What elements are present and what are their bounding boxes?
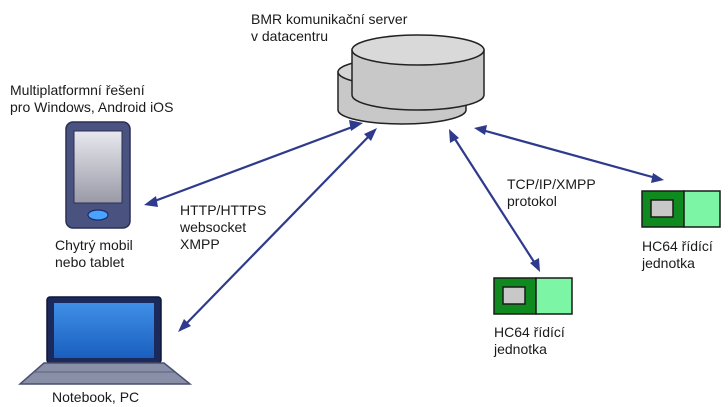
mobile-label: Chytrý mobil nebo tablet [55,237,133,271]
laptop-icon [18,296,193,385]
mobile-label-line: nebo tablet [55,254,125,270]
arrow-server-unit-right [481,128,657,180]
server-icon [337,34,485,125]
platform-heading-line: Multiplatformní řešení [10,82,145,98]
unit-label-line: HC64 řídící [494,324,565,340]
notebook-label: Notebook, PC [52,389,139,406]
client-protocol-line: HTTP/HTTPS [180,202,267,218]
client-protocol-line: websocket [180,219,247,235]
server-label-line: v datacentru [251,28,329,44]
unit-protocol-line: TCP/IP/XMPP [507,176,596,192]
unit-label-line: jednotka [494,341,547,357]
unit-bottom-label: HC64 řídící jednotka [494,324,565,358]
unit-label-line: HC64 řídící [642,238,713,254]
notebook-label-line: Notebook, PC [52,389,140,405]
arrow-server-unit-bottom [452,135,537,266]
platform-heading-line: pro Windows, Android iOS [10,99,174,115]
unit-protocols-label: TCP/IP/XMPP protokol [507,176,596,210]
arrow-server-tablet [151,124,356,204]
unit-protocol-line: protokol [507,193,557,209]
server-label-line: BMR komunikační server [251,11,408,27]
client-protocol-line: XMPP [180,236,220,252]
mobile-label-line: Chytrý mobil [55,237,133,253]
server-label: BMR komunikační server v datacentru [251,11,407,45]
hc64-unit-icon [493,277,573,315]
tablet-icon [65,121,131,229]
hc64-unit-icon [641,190,721,228]
arrow-server-laptop [182,132,373,328]
client-protocols-label: HTTP/HTTPS websocket XMPP [180,202,266,253]
platform-heading: Multiplatformní řešení pro Windows, Andr… [10,82,173,116]
unit-right-label: HC64 řídící jednotka [642,238,713,272]
unit-label-line: jednotka [642,255,695,271]
